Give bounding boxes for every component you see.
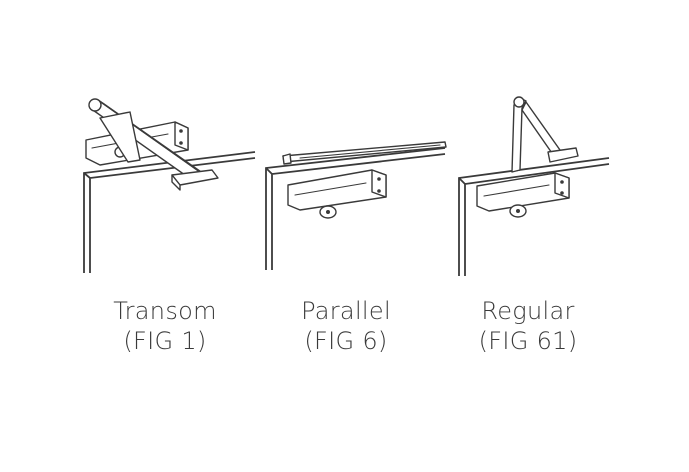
parallel-label: Parallel [301,297,391,325]
transom-door-frame [83,151,256,273]
regular-closer-body [476,172,570,218]
regular-label: Regular [481,297,575,325]
regular-caption: Regular (FIG 61) [428,296,628,356]
transom-caption: Transom (FIG 1) [65,296,265,356]
regular-door-frame [458,157,610,276]
regular-closer-arm [511,96,579,173]
parallel-door-frame [265,147,446,270]
parallel-mount-illustration [265,141,447,270]
parallel-fig-number: (FIG 6) [304,327,388,355]
regular-fig-number: (FIG 61) [478,327,578,355]
transom-label: Transom [113,297,217,325]
transom-arm-shoe [171,169,219,191]
transom-fig-number: (FIG 1) [123,327,207,355]
parallel-closer-body [287,169,387,219]
regular-mount-illustration [458,96,610,276]
transom-mount-illustration [83,98,256,273]
parallel-caption: Parallel (FIG 6) [246,296,446,356]
parallel-closer-arm [282,141,447,165]
